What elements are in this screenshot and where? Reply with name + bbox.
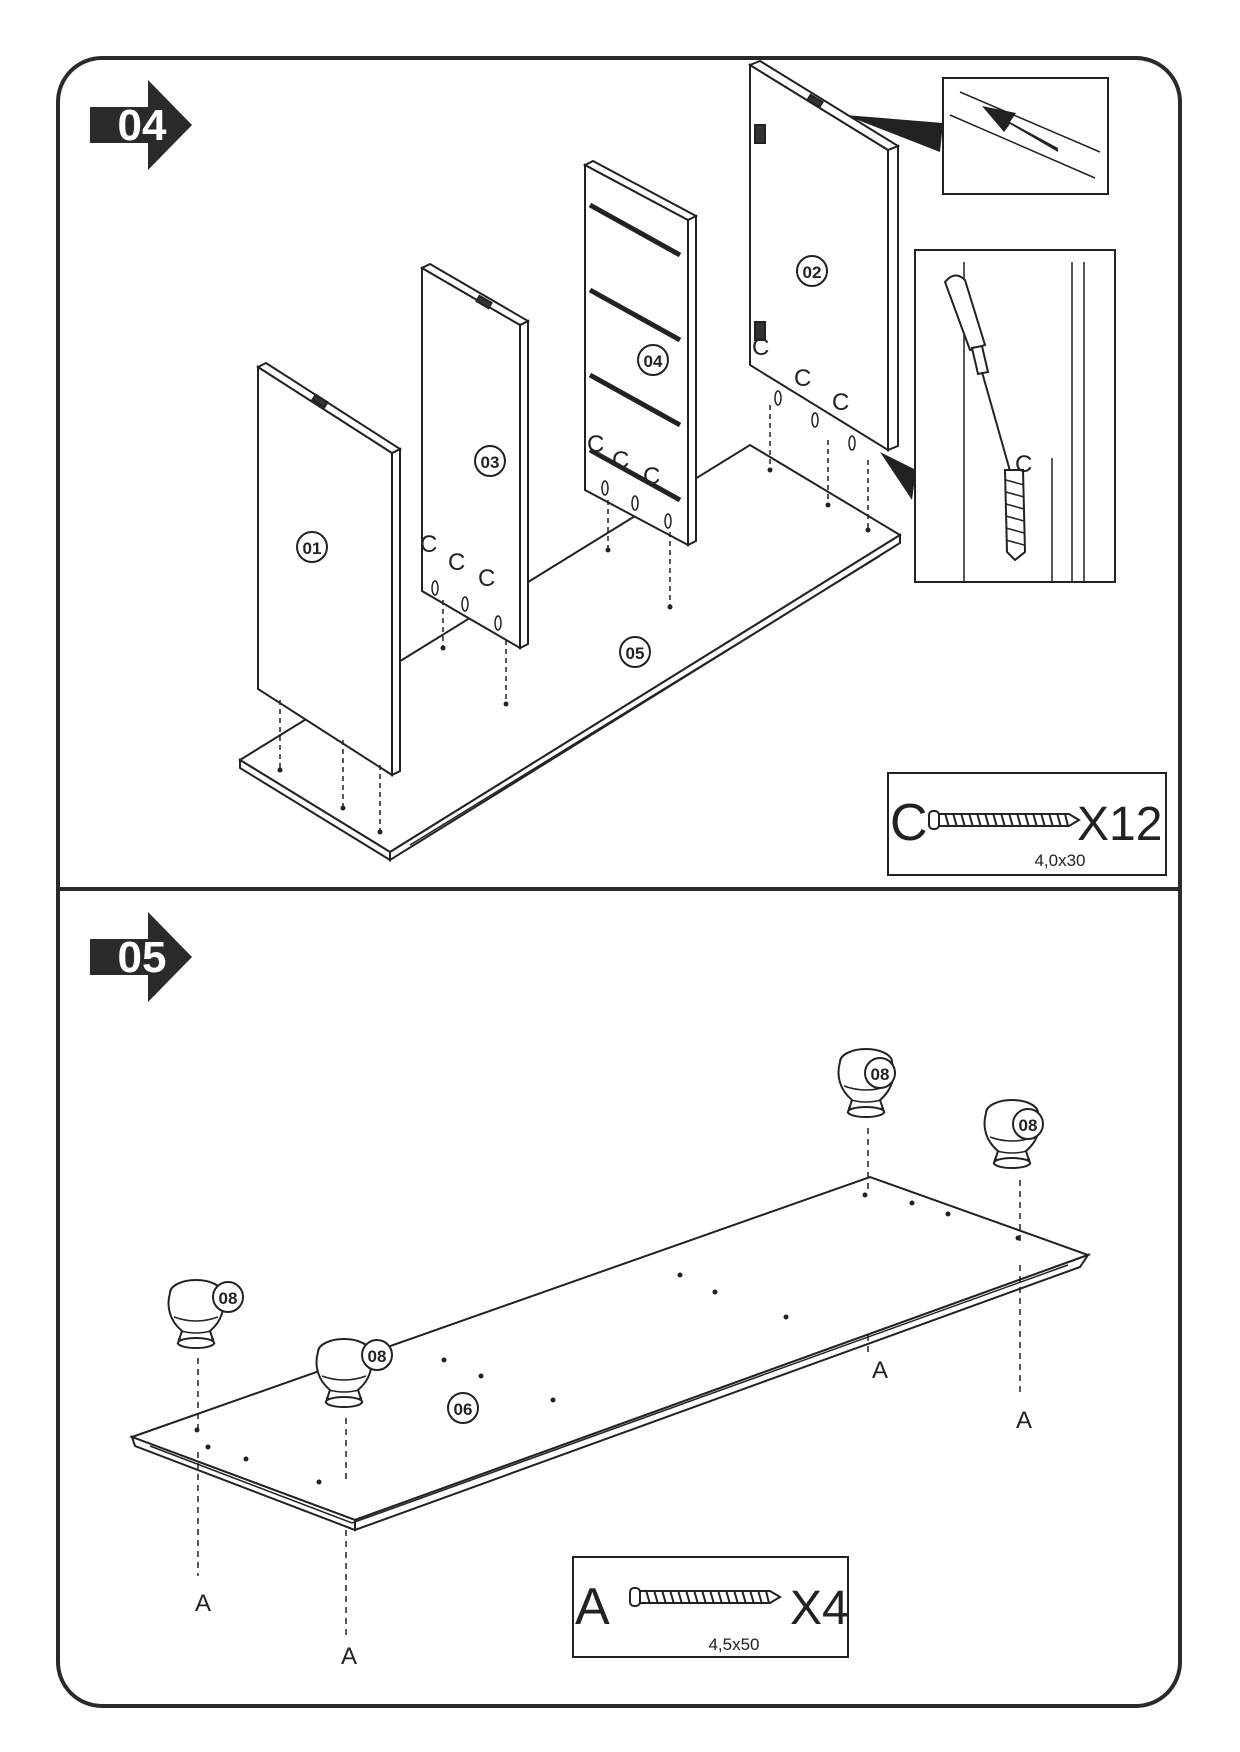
screw-a-labels: A A A A <box>195 1357 1032 1670</box>
drawer-panel-04 <box>582 159 699 547</box>
side-panel-01 <box>255 361 403 777</box>
step-05-number: 05 <box>118 933 167 982</box>
detail-callout-direction <box>845 77 1109 195</box>
svg-text:C: C <box>448 549 465 576</box>
step-04-number: 04 <box>118 101 167 150</box>
hardware-letter: C <box>890 794 928 852</box>
step-04-panel: 04 <box>90 59 1167 876</box>
svg-text:08: 08 <box>368 1347 387 1366</box>
svg-text:C: C <box>643 463 660 490</box>
part-label-02: 02 <box>796 255 828 287</box>
page-frame <box>56 56 1182 1708</box>
svg-text:C: C <box>794 365 811 392</box>
svg-text:C: C <box>478 565 495 592</box>
svg-text:A: A <box>1016 1407 1032 1434</box>
svg-text:03: 03 <box>481 453 500 472</box>
part-label-05: 05 <box>619 636 651 668</box>
table-top-06 <box>129 1175 1091 1532</box>
screw-c-labels: C C C C C C C C C <box>420 334 849 592</box>
hardware-size: 4,0x30 <box>1034 851 1085 870</box>
svg-text:C: C <box>612 447 629 474</box>
svg-text:08: 08 <box>219 1289 238 1308</box>
svg-text:06: 06 <box>454 1400 473 1419</box>
foot-08-front-left: 08 <box>167 1279 244 1349</box>
svg-text:C: C <box>832 389 849 416</box>
hardware-size: 4,5x50 <box>708 1635 759 1654</box>
svg-text:C: C <box>752 334 769 361</box>
svg-text:C: C <box>420 531 437 558</box>
foot-08-front-right: 08 <box>315 1338 393 1408</box>
hardware-letter: A <box>575 1578 610 1636</box>
screwdriver-detail: C <box>880 249 1116 583</box>
screwdriver-icon <box>943 274 1027 562</box>
svg-text:A: A <box>341 1643 357 1670</box>
svg-text:C: C <box>1015 451 1032 478</box>
svg-text:A: A <box>195 1590 211 1617</box>
svg-text:02: 02 <box>803 263 822 282</box>
screw-guides-05 <box>197 1128 1021 1635</box>
step-04-badge: 04 <box>90 80 192 170</box>
foot-08-back-right: 08 <box>983 1099 1044 1169</box>
step-05-panel: 05 08 08 <box>90 912 1091 1670</box>
hardware-quantity: X12 <box>1077 798 1162 851</box>
bottom-panel-05 <box>238 443 902 862</box>
screw-guides-04 <box>277 405 871 835</box>
svg-text:A: A <box>872 1357 888 1384</box>
foot-08-back-left: 08 <box>837 1048 896 1118</box>
hardware-box-04: C X12 4,0x30 <box>887 772 1167 876</box>
step-05-badge: 05 <box>90 912 192 1002</box>
svg-text:05: 05 <box>626 644 645 663</box>
divider-panel-03 <box>419 262 531 650</box>
part-label-01: 01 <box>296 531 328 563</box>
hardware-quantity: X4 <box>790 1582 849 1635</box>
svg-text:01: 01 <box>303 539 322 558</box>
part-label-03: 03 <box>474 445 506 477</box>
svg-text:08: 08 <box>1019 1116 1038 1135</box>
svg-text:C: C <box>587 431 604 458</box>
part-label-04: 04 <box>637 344 669 376</box>
hardware-box-05: A X4 4,5x50 <box>572 1556 849 1658</box>
svg-text:08: 08 <box>871 1065 890 1084</box>
direction-arrow-icon <box>982 106 1058 152</box>
part-label-06: 06 <box>447 1392 479 1424</box>
svg-text:04: 04 <box>644 352 663 371</box>
